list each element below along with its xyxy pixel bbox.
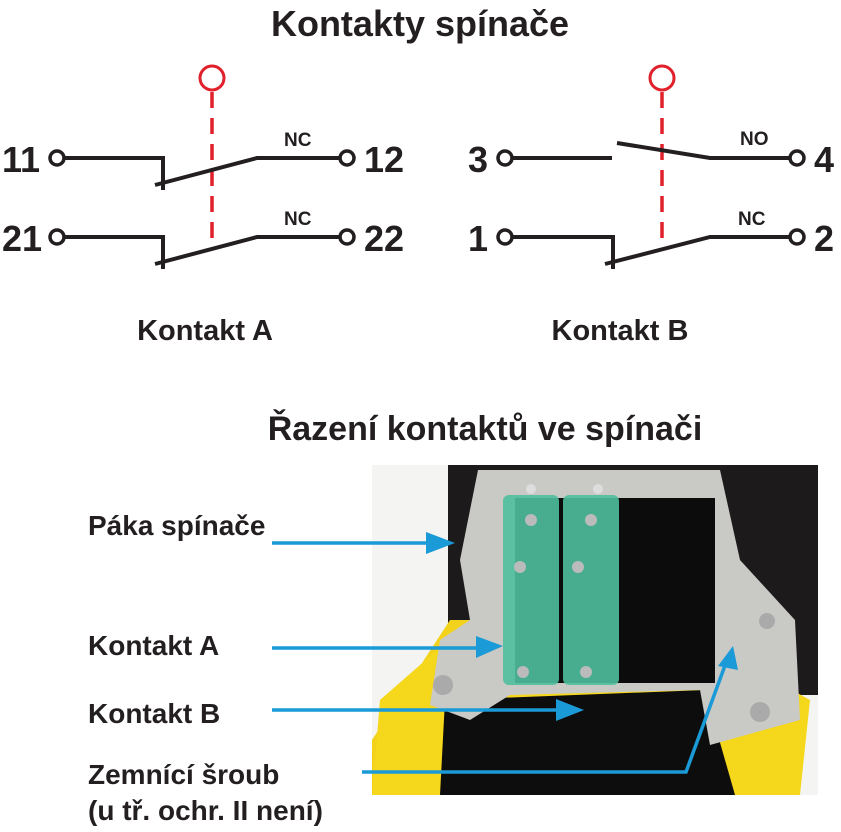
- callout-lever: Páka spínače: [88, 510, 455, 554]
- callout-lever-label: Páka spínače: [88, 510, 265, 541]
- callout-contact-b-label: Kontakt B: [88, 698, 220, 729]
- terminal-label: 21: [2, 218, 42, 259]
- terminal-icon: [338, 149, 356, 167]
- terminal-label: 22: [364, 218, 404, 259]
- terminal-icon: [788, 228, 806, 246]
- actuator-icon: [198, 64, 226, 92]
- terminal-label: 3: [468, 139, 488, 180]
- terminal-label: 2: [814, 218, 834, 259]
- terminal-icon: [338, 228, 356, 246]
- contact-type-label: NC: [738, 209, 766, 230]
- contact-a-label: Kontakt A: [137, 315, 273, 347]
- terminal-label: 1: [468, 218, 488, 259]
- contact-a-schematic: 11 12 NC 21 22 NC Kontakt A: [2, 64, 404, 347]
- arrow-icon: [556, 699, 584, 721]
- callout-ground-note: (u tř. ochr. II není): [88, 795, 323, 826]
- terminal-label: 12: [364, 139, 404, 180]
- actuator-icon: [648, 64, 676, 92]
- terminal-icon: [48, 149, 66, 167]
- contact-block-a: [503, 495, 559, 685]
- contact-a-row1-wire: [64, 156, 340, 190]
- contact-type-label: NC: [284, 209, 312, 230]
- arrow-icon: [476, 636, 503, 658]
- arrow-icon: [718, 646, 738, 670]
- callout-contact-b: Kontakt B: [88, 698, 584, 729]
- terminal-icon: [496, 228, 514, 246]
- contact-type-label: NO: [740, 129, 769, 150]
- callout-contact-a: Kontakt A: [88, 630, 503, 661]
- callout-ground-screw: Zemnící šroub (u tř. ochr. II není): [88, 646, 738, 826]
- terminal-icon: [496, 149, 514, 167]
- terminal-icon: [788, 149, 806, 167]
- switch-photo: [372, 465, 818, 795]
- arrangement-title: Řazení kontaktů ve spínači: [268, 410, 703, 448]
- contact-type-label: NC: [284, 130, 312, 151]
- contact-b-schematic: 3 4 NO 1 2 NC Kontakt B: [468, 64, 834, 347]
- page-title: Kontakty spínače: [271, 3, 569, 44]
- contact-b-row2-wire: [512, 235, 790, 269]
- contact-a-row2-wire: [64, 235, 340, 269]
- contact-b-row1-wire: [512, 141, 790, 160]
- arrow-icon: [426, 532, 455, 554]
- callout-ground-screw-label: Zemnící šroub: [88, 759, 279, 790]
- contact-b-label: Kontakt B: [552, 315, 689, 347]
- terminal-icon: [48, 228, 66, 246]
- contact-block-b: [563, 495, 619, 685]
- terminal-label: 4: [814, 139, 834, 180]
- terminal-label: 11: [2, 139, 40, 180]
- callout-contact-a-label: Kontakt A: [88, 630, 219, 661]
